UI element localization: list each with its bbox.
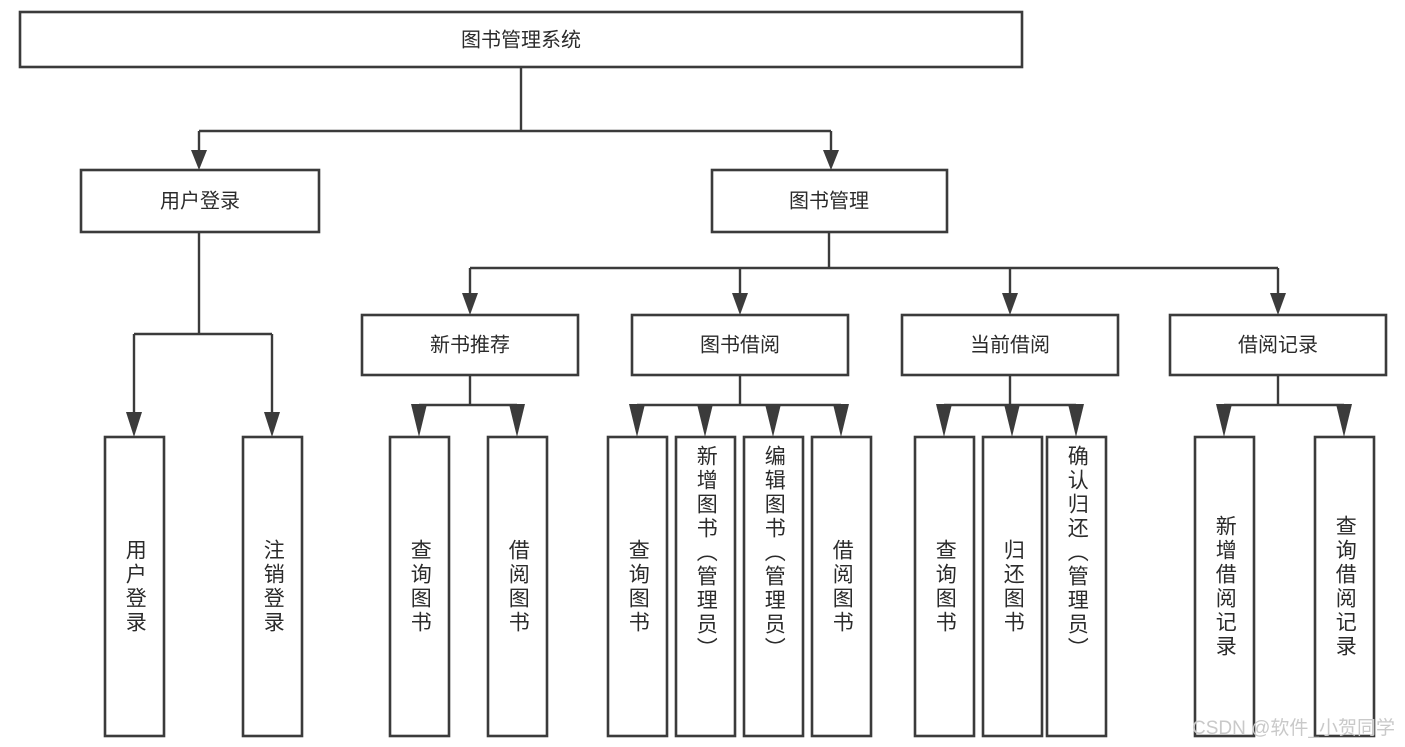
arrow-to-book-manage: [823, 150, 839, 170]
node-new-book-recommend-box[interactable]: [360, 313, 580, 377]
node-user-login-label: 用户登录: [160, 189, 240, 212]
connectors-user-login-to-leaves: [126, 232, 280, 437]
connectors-new-book-recommend-to-leaves: [411, 375, 525, 437]
leaf-box-query-book-1[interactable]: [388, 435, 451, 738]
connectors-book-manage-to-level3: [462, 232, 1286, 315]
leaf-box-query-book-3[interactable]: [913, 435, 976, 738]
arrow-leaf-query-book-2: [629, 404, 645, 437]
node-current-borrow-box[interactable]: [900, 313, 1120, 377]
node-root[interactable]: 图书管理系统: [18, 10, 1024, 69]
leaf-box-query-record[interactable]: [1313, 435, 1376, 738]
leaf-box-user-login[interactable]: [103, 435, 166, 738]
arrow-to-borrow-record: [1270, 293, 1286, 315]
node-book-borrow[interactable]: 图书借阅: [630, 313, 850, 377]
node-new-book-recommend-label: 新书推荐: [430, 333, 510, 356]
node-borrow-record[interactable]: 借阅记录: [1168, 313, 1388, 377]
node-book-manage-label: 图书管理: [789, 189, 869, 212]
node-current-borrow-label: 当前借阅: [970, 333, 1050, 356]
arrow-to-current-borrow: [1002, 293, 1018, 315]
watermark-text: CSDN @软件_小贺同学: [1192, 718, 1395, 739]
arrow-leaf-borrow-book-2: [833, 404, 849, 437]
arrow-leaf-query-record: [1336, 404, 1352, 437]
arrow-leaf-query-book-3: [936, 404, 952, 437]
node-user-login-box[interactable]: [79, 168, 321, 234]
arrow-to-new-book-recommend: [462, 293, 478, 315]
leaf-boxes-new-book-recommend: [388, 435, 549, 738]
leaf-box-edit-book[interactable]: [742, 435, 805, 738]
node-borrow-record-label: 借阅记录: [1238, 333, 1318, 356]
node-book-borrow-label: 图书借阅: [700, 333, 780, 356]
leaf-boxes-current-borrow: [913, 435, 1108, 738]
node-borrow-record-box[interactable]: [1168, 313, 1388, 377]
arrow-leaf-return-book: [1004, 404, 1020, 437]
node-book-borrow-box[interactable]: [630, 313, 850, 377]
connectors-root-to-level2: [191, 67, 839, 170]
leaf-box-query-book-2[interactable]: [606, 435, 669, 738]
node-user-login[interactable]: 用户登录: [79, 168, 321, 234]
arrow-leaf-borrow-book-1: [509, 404, 525, 437]
arrow-leaf-confirm-return: [1068, 404, 1084, 437]
node-new-book-recommend[interactable]: 新书推荐: [360, 313, 580, 377]
arrow-to-book-borrow: [732, 293, 748, 315]
node-book-manage[interactable]: 图书管理: [710, 168, 949, 234]
arrow-leaf-logout-login: [264, 412, 280, 437]
connectors-current-borrow-to-leaves: [936, 375, 1084, 437]
leaf-box-logout-login[interactable]: [241, 435, 304, 738]
leaf-box-borrow-book-1[interactable]: [486, 435, 549, 738]
node-root-box[interactable]: [18, 10, 1024, 69]
leaf-box-return-book[interactable]: [981, 435, 1044, 738]
arrow-leaf-edit-book: [765, 404, 781, 437]
node-current-borrow[interactable]: 当前借阅: [900, 313, 1120, 377]
leaf-boxes-book-borrow: [606, 435, 873, 738]
arrow-leaf-add-book: [697, 404, 713, 437]
arrow-to-user-login: [191, 150, 207, 170]
node-book-manage-box[interactable]: [710, 168, 949, 234]
leaf-box-confirm-return[interactable]: [1045, 435, 1108, 738]
leaf-boxes-borrow-record: [1193, 435, 1376, 738]
arrow-leaf-user-login: [126, 412, 142, 437]
connectors-borrow-record-to-leaves: [1216, 375, 1352, 437]
leaf-boxes-user-login: [103, 435, 304, 738]
arrow-leaf-query-book-1: [411, 404, 427, 437]
leaf-box-borrow-book-2[interactable]: [810, 435, 873, 738]
connectors-book-borrow-to-leaves: [629, 375, 849, 437]
node-root-label: 图书管理系统: [461, 28, 581, 51]
arrow-leaf-add-record: [1216, 404, 1232, 437]
leaf-box-add-book[interactable]: [674, 435, 737, 738]
leaf-box-add-record[interactable]: [1193, 435, 1256, 738]
